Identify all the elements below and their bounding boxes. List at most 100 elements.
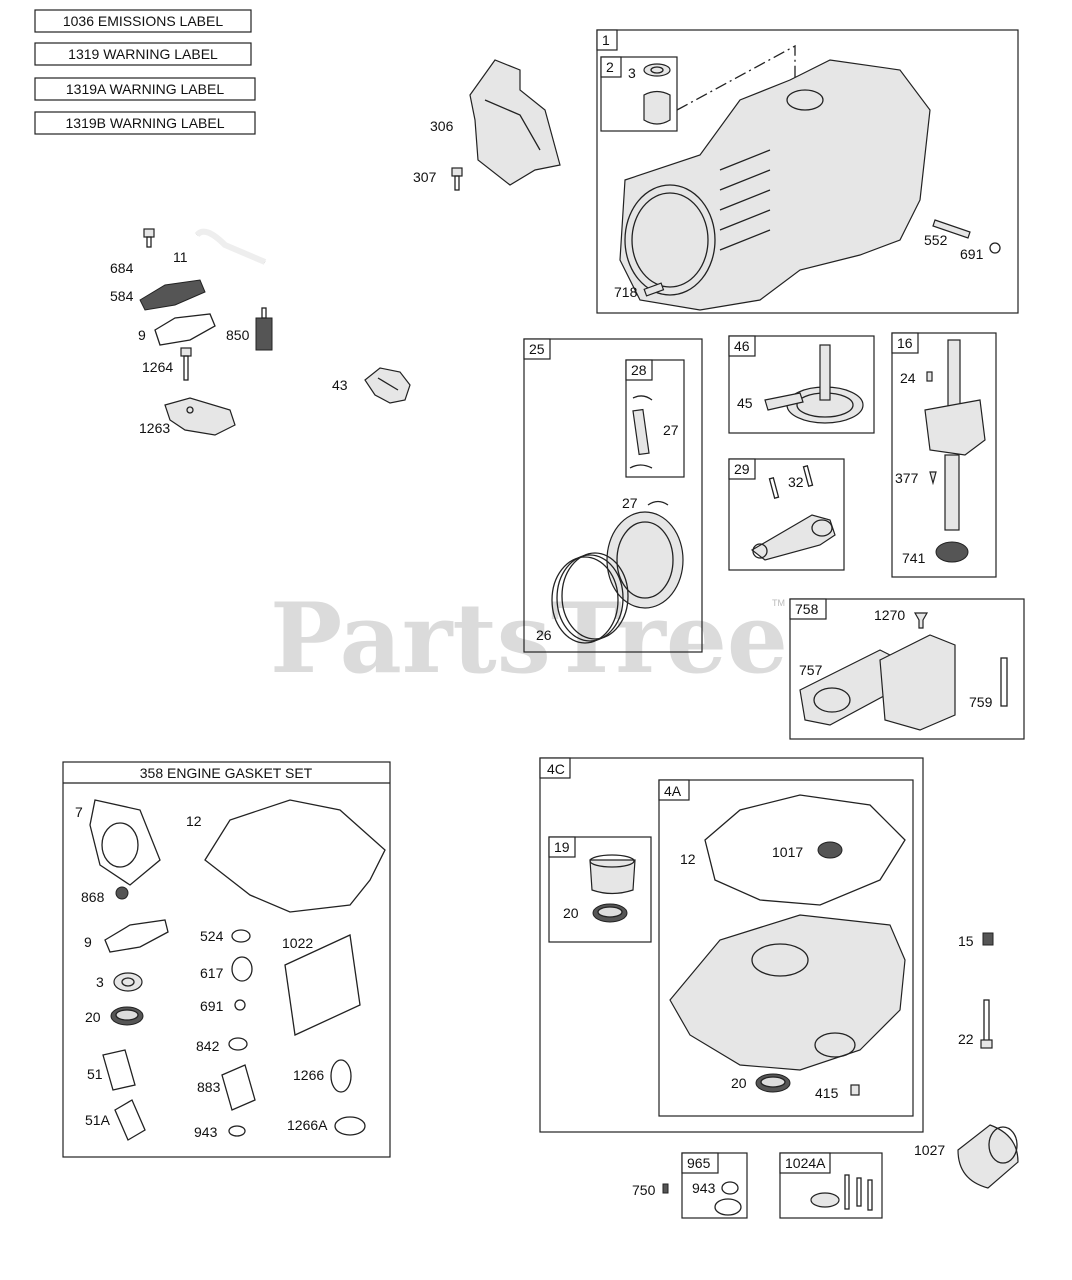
gasket-691[interactable]: 691 bbox=[200, 998, 224, 1014]
part-1263-plate[interactable] bbox=[164, 397, 236, 436]
part-307-screw[interactable] bbox=[451, 167, 463, 191]
gasket-20[interactable]: 20 bbox=[85, 1009, 101, 1025]
part-9-gasket[interactable] bbox=[154, 313, 216, 346]
group-965: 965 943 bbox=[681, 1152, 748, 1219]
callout-46[interactable]: 46 bbox=[734, 338, 750, 354]
gasket-set-title[interactable]: 358 ENGINE GASKET SET bbox=[140, 765, 313, 781]
callout-3[interactable]: 3 bbox=[628, 65, 636, 81]
callout-757[interactable]: 757 bbox=[799, 662, 823, 678]
part-306-shield[interactable] bbox=[469, 59, 561, 186]
group-1024a: 1024A bbox=[779, 1152, 883, 1219]
callout-19[interactable]: 19 bbox=[554, 839, 570, 855]
gasket-1266a[interactable]: 1266A bbox=[287, 1117, 328, 1133]
callout-24[interactable]: 24 bbox=[900, 370, 916, 386]
gasket-9[interactable]: 9 bbox=[84, 934, 92, 950]
part-1264-bolt[interactable] bbox=[180, 347, 192, 381]
gasket-617[interactable]: 617 bbox=[200, 965, 224, 981]
callout-1263[interactable]: 1263 bbox=[139, 420, 170, 436]
callout-25[interactable]: 25 bbox=[529, 341, 545, 357]
callout-307[interactable]: 307 bbox=[413, 169, 437, 185]
callout-12[interactable]: 12 bbox=[680, 851, 696, 867]
gasket-842[interactable]: 842 bbox=[196, 1038, 220, 1054]
callout-377[interactable]: 377 bbox=[895, 470, 919, 486]
callout-29[interactable]: 29 bbox=[734, 461, 750, 477]
callout-943[interactable]: 943 bbox=[692, 1180, 716, 1196]
callout-759[interactable]: 759 bbox=[969, 694, 993, 710]
gasket-12[interactable]: 12 bbox=[186, 813, 202, 829]
callout-691[interactable]: 691 bbox=[960, 246, 984, 262]
group-25-piston: 25 28 27 27 26 bbox=[523, 338, 703, 653]
callout-27a[interactable]: 27 bbox=[663, 422, 679, 438]
callout-1024a[interactable]: 1024A bbox=[785, 1155, 826, 1171]
group-1-cylinder: 1 2 3 552 691 718 bbox=[596, 29, 1019, 314]
gasket-1266[interactable]: 1266 bbox=[293, 1067, 324, 1083]
group-758-housing: 758 1270 757 759 bbox=[789, 598, 1025, 740]
gasket-883[interactable]: 883 bbox=[197, 1079, 221, 1095]
callout-22[interactable]: 22 bbox=[958, 1031, 974, 1047]
part-584-cover[interactable] bbox=[139, 279, 206, 311]
part-43-governor[interactable] bbox=[364, 367, 411, 404]
part-sump-base[interactable] bbox=[669, 914, 906, 1071]
callout-16[interactable]: 16 bbox=[897, 335, 913, 351]
part-757-bracket[interactable] bbox=[799, 634, 956, 731]
callout-306[interactable]: 306 bbox=[430, 118, 454, 134]
callout-965[interactable]: 965 bbox=[687, 1155, 711, 1171]
callout-552[interactable]: 552 bbox=[924, 232, 948, 248]
callout-11[interactable]: 11 bbox=[173, 249, 188, 265]
part-cylinder-block[interactable] bbox=[619, 59, 931, 311]
callout-1270[interactable]: 1270 bbox=[874, 607, 905, 623]
part-piston[interactable] bbox=[606, 511, 684, 609]
gasket-943[interactable]: 943 bbox=[194, 1124, 218, 1140]
part-850-sealant[interactable] bbox=[255, 307, 273, 351]
callout-26[interactable]: 26 bbox=[536, 627, 552, 643]
callout-850[interactable]: 850 bbox=[226, 327, 250, 343]
gasket-3[interactable]: 3 bbox=[96, 974, 104, 990]
callout-43[interactable]: 43 bbox=[332, 377, 348, 393]
callout-32[interactable]: 32 bbox=[788, 474, 804, 490]
trademark: TM bbox=[772, 598, 785, 608]
callout-684[interactable]: 684 bbox=[110, 260, 134, 276]
callout-20b[interactable]: 20 bbox=[731, 1075, 747, 1091]
part-crankshaft[interactable] bbox=[924, 339, 986, 531]
gasket-524[interactable]: 524 bbox=[200, 928, 224, 944]
callout-20a[interactable]: 20 bbox=[563, 905, 579, 921]
gasket-7[interactable]: 7 bbox=[75, 804, 83, 820]
callout-741[interactable]: 741 bbox=[902, 550, 926, 566]
callout-4a[interactable]: 4A bbox=[664, 783, 682, 799]
callout-9[interactable]: 9 bbox=[138, 327, 146, 343]
gasket-51a[interactable]: 51A bbox=[85, 1112, 111, 1128]
callout-1017[interactable]: 1017 bbox=[772, 844, 803, 860]
part-conrod[interactable] bbox=[750, 514, 836, 561]
callout-1027[interactable]: 1027 bbox=[914, 1142, 945, 1158]
callout-4c[interactable]: 4C bbox=[547, 761, 565, 777]
callout-1[interactable]: 1 bbox=[602, 32, 610, 48]
part-11-tube[interactable] bbox=[194, 228, 267, 265]
callout-28[interactable]: 28 bbox=[631, 362, 647, 378]
part-750-screw[interactable] bbox=[662, 1183, 669, 1194]
part-684-screw[interactable] bbox=[143, 228, 155, 248]
label-list: 1036 EMISSIONS LABEL 1319 WARNING LABEL … bbox=[34, 9, 256, 135]
watermark: PartsTree bbox=[270, 582, 788, 695]
label-item[interactable]: 1319B WARNING LABEL bbox=[66, 115, 225, 131]
callout-27b[interactable]: 27 bbox=[622, 495, 638, 511]
callout-1264[interactable]: 1264 bbox=[142, 359, 173, 375]
part-15-plug[interactable] bbox=[982, 932, 994, 946]
gasket-868[interactable]: 868 bbox=[81, 889, 105, 905]
callout-758[interactable]: 758 bbox=[795, 601, 819, 617]
label-item[interactable]: 1319 WARNING LABEL bbox=[68, 46, 218, 62]
callout-2[interactable]: 2 bbox=[606, 59, 614, 75]
callout-750[interactable]: 750 bbox=[632, 1182, 656, 1198]
callout-718[interactable]: 718 bbox=[614, 284, 638, 300]
part-22-dipstick-bolt[interactable] bbox=[980, 999, 993, 1049]
label-item[interactable]: 1036 EMISSIONS LABEL bbox=[63, 13, 224, 29]
callout-415[interactable]: 415 bbox=[815, 1085, 839, 1101]
callout-45[interactable]: 45 bbox=[737, 395, 753, 411]
callout-15[interactable]: 15 bbox=[958, 933, 974, 949]
part-26-rings[interactable] bbox=[551, 552, 629, 644]
part-1027-oil-filter[interactable] bbox=[957, 1124, 1019, 1189]
label-item[interactable]: 1319A WARNING LABEL bbox=[66, 81, 224, 97]
callout-584[interactable]: 584 bbox=[110, 288, 134, 304]
gasket-1022[interactable]: 1022 bbox=[282, 935, 313, 951]
gasket-51[interactable]: 51 bbox=[87, 1066, 103, 1082]
